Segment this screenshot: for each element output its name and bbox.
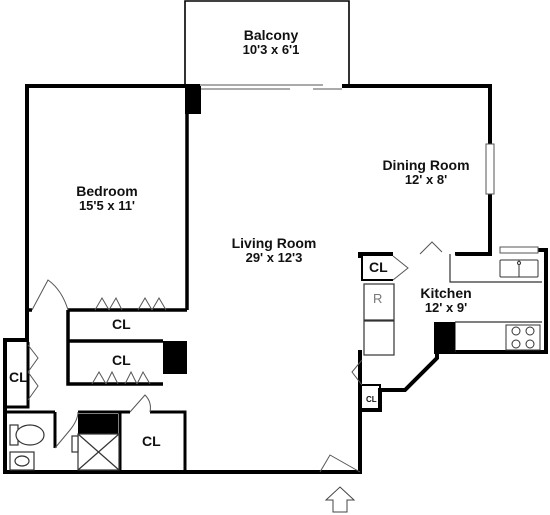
balcony-label: Balcony 10'3 x 6'1 — [215, 27, 327, 58]
closet-label: CL — [366, 395, 377, 404]
refrigerator — [363, 283, 395, 356]
closet-label: CL — [112, 316, 131, 332]
small-closet — [362, 384, 381, 410]
hall-closet-door — [27, 344, 39, 401]
closet-label: CL — [142, 433, 161, 449]
dining-room-dims: 12' x 8' — [404, 172, 448, 188]
small-closet-door — [351, 359, 363, 386]
bedroom-dims: 15'5 x 11' — [78, 198, 136, 214]
kitchen-closet — [361, 256, 393, 281]
closet-column — [163, 341, 187, 374]
bedroom-walls — [27, 86, 189, 386]
refrigerator-label: R — [373, 291, 383, 306]
balcony-outline — [184, 0, 350, 86]
living-room-name: Living Room — [231, 235, 317, 251]
balcony-sliding-door — [200, 84, 342, 90]
hall-closet — [7, 342, 30, 409]
kitchen-sink — [499, 259, 539, 278]
bath-sink — [9, 451, 35, 471]
bedroom-label: Bedroom 15'5 x 11' — [57, 183, 157, 214]
wall-column — [185, 86, 201, 114]
kitchen-closet-door — [392, 255, 409, 281]
dining-room-name: Dining Room — [382, 157, 470, 173]
kitchen-label: Kitchen 12' x 9' — [406, 285, 486, 316]
balcony-dims: 10'3 x 6'1 — [242, 42, 300, 58]
bathroom-door — [54, 394, 151, 449]
bath-column — [78, 414, 118, 434]
kitchen-door-swing — [419, 241, 443, 255]
dining-window — [485, 143, 495, 195]
bedroom-door — [31, 279, 69, 311]
closet-label: CL — [9, 369, 28, 385]
balcony-name: Balcony — [243, 27, 299, 43]
bedroom-name: Bedroom — [76, 183, 138, 199]
toilet-icon — [9, 424, 45, 446]
kitchen-name: Kitchen — [420, 285, 472, 301]
closet-label: CL — [112, 352, 131, 368]
living-room-dims: 29' x 12'3 — [245, 250, 303, 266]
entry-arrow-icon — [324, 486, 356, 513]
kitchen-column — [434, 322, 455, 354]
living-room-label: Living Room 29' x 12'3 — [218, 235, 330, 266]
stove-icon — [505, 324, 541, 351]
closet-bifold-doors — [91, 296, 167, 385]
dining-room-label: Dining Room 12' x 8' — [370, 157, 482, 188]
closet-label: CL — [369, 259, 388, 275]
kitchen-dims: 12' x 9' — [424, 300, 468, 316]
bathroom-walls — [7, 410, 187, 472]
shower — [71, 433, 120, 471]
kitchen-window — [499, 246, 539, 254]
entry-door — [319, 454, 361, 473]
